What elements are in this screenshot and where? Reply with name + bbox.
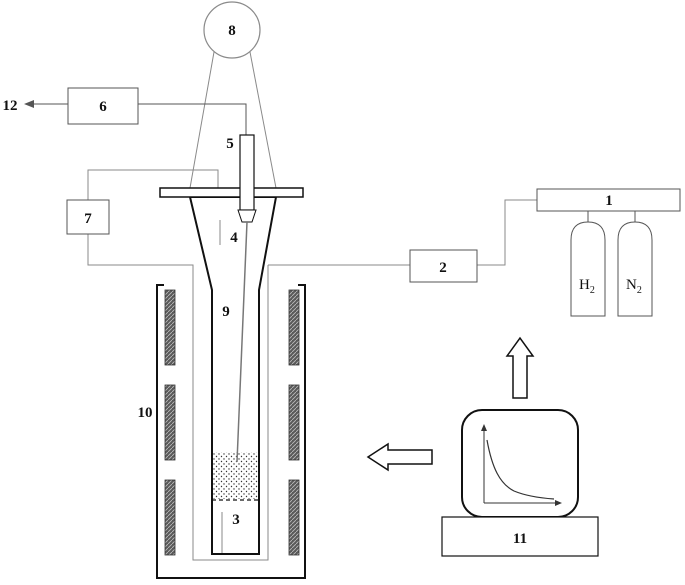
line-7-top	[87, 169, 219, 200]
suspension-line-left	[189, 51, 215, 189]
box-2	[409, 249, 478, 283]
furnace-wall	[156, 284, 306, 579]
label-2: 2	[439, 260, 447, 276]
decay-curve-icon	[486, 439, 555, 500]
computer-11	[441, 409, 599, 557]
suspension-line-right	[249, 51, 277, 189]
sensor-body	[239, 134, 255, 211]
outlet-arrow-icon	[24, 100, 34, 108]
heater-left-3	[164, 479, 176, 556]
gas-jacket-left	[192, 265, 269, 561]
hollow-up-arrow-icon	[505, 336, 535, 399]
n2-cylinder	[617, 221, 653, 317]
heater-right-3	[288, 479, 300, 556]
heater-right-2	[288, 384, 300, 461]
h2-subscript: 2	[590, 285, 595, 296]
monitor-axis-x-head	[555, 500, 562, 506]
signal-lines	[24, 100, 247, 135]
monitor-screen	[461, 409, 579, 518]
label-3: 3	[232, 512, 240, 528]
sensor-tip	[237, 209, 257, 223]
label-1: 1	[605, 193, 613, 209]
label-4: 4	[230, 230, 238, 246]
h2-cylinder	[570, 221, 606, 317]
h2-symbol: H	[579, 277, 590, 293]
heater-left-1	[164, 289, 176, 366]
box-7-group	[66, 169, 219, 560]
line-2-to-1	[477, 199, 537, 266]
n2-label: N2	[626, 277, 642, 296]
computer-base	[441, 516, 599, 557]
label-11: 11	[513, 531, 527, 547]
label-12: 12	[3, 98, 18, 114]
box-7	[66, 199, 110, 235]
label-8: 8	[228, 23, 236, 39]
top-flange	[159, 187, 304, 198]
reactor-tube	[188, 196, 278, 555]
label-5: 5	[226, 136, 234, 152]
gas-supply	[536, 188, 681, 317]
heater-right-1	[288, 289, 300, 366]
sensor-probe	[236, 221, 248, 463]
balance-assembly	[189, 1, 277, 189]
hollow-left-arrow-icon	[366, 442, 433, 472]
box-1	[536, 188, 681, 212]
n2-symbol: N	[626, 277, 637, 293]
line-6-to-5	[138, 103, 247, 135]
gas-line	[268, 199, 537, 266]
monitor-axis-y-head	[481, 424, 487, 431]
box-6	[67, 87, 139, 125]
heater-left-2	[164, 384, 176, 461]
sensor-5	[236, 134, 257, 463]
label-7: 7	[84, 211, 92, 227]
balance-circle	[203, 1, 261, 59]
label-9: 9	[222, 304, 230, 320]
h2-label: H2	[579, 277, 595, 296]
line-7-bottom	[87, 234, 194, 560]
label-10: 10	[138, 405, 153, 421]
sample-bed	[213, 452, 258, 499]
label-6: 6	[99, 99, 107, 115]
furnace	[156, 265, 306, 579]
n2-subscript: 2	[637, 285, 642, 296]
